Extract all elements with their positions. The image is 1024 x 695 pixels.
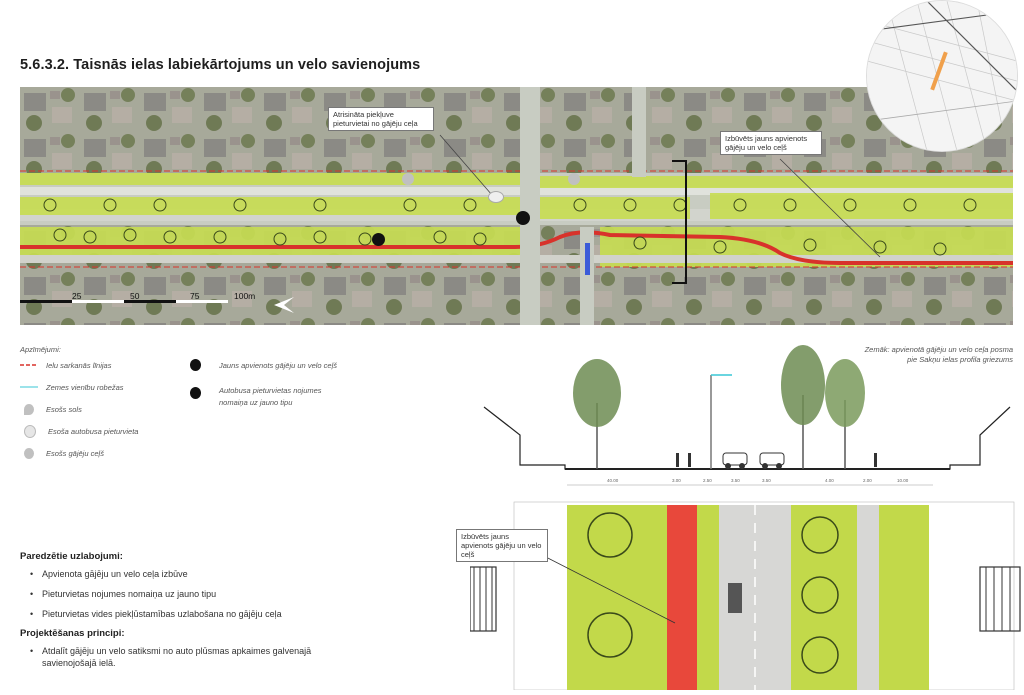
legend-item: Autobusa pieturvietas nojumes nomaiņa uz… [190, 385, 360, 409]
streetlamp [710, 374, 732, 469]
bike-pin-icon [190, 359, 201, 371]
cyclist-figure [688, 453, 691, 467]
list-item: •Apvienota gājēju un velo ceļa izbūve [30, 569, 188, 579]
page-title: 5.6.3.2. Taisnās ielas labiekārtojums un… [20, 57, 421, 73]
section-note: Zemāk: apvienotā gājēju un velo ceļa pos… [864, 345, 1013, 364]
legend-title: Apzīmējumi: [20, 345, 61, 354]
pedestrian-pin-icon[interactable] [402, 173, 414, 185]
list-item: •Atdalīt gājēju un velo satiksmi no auto… [30, 646, 312, 668]
cyan-line-icon [20, 386, 38, 388]
legend-list-right: Jauns apvienots gājēju un velo ceļš Auto… [190, 359, 360, 409]
legend-item: Zemes vienību robežas [20, 381, 200, 393]
tree-elevation [825, 359, 865, 469]
bench-pin-icon[interactable] [568, 173, 580, 185]
person-figure [676, 453, 679, 467]
legend-item: Esošs gājēju ceļš [20, 447, 200, 459]
legend-item: Ielu sarkanās līnijas [20, 359, 200, 371]
tree-elevation [573, 359, 621, 469]
scale-label: 100m [234, 291, 256, 301]
scale-label: 50 [130, 291, 140, 301]
principles-heading: Projektēšanas principi: [20, 628, 125, 639]
legend-item: Esošs sols [20, 403, 200, 415]
bus-pin-icon[interactable] [516, 211, 530, 225]
person-figure [874, 453, 877, 467]
scale-label: 75 [190, 291, 200, 301]
access-callout: Atrisināta piekļuve pieturvietai no gājē… [328, 107, 434, 131]
bus-stop-pin-icon [24, 424, 36, 438]
car-plan [728, 583, 742, 613]
green-strip [697, 505, 719, 690]
bus-stop-pin-icon[interactable] [488, 191, 504, 203]
street-section: 40.00 3.00 2.50 3.50 3.50 4.00 2.00 10.0… [456, 335, 1024, 691]
list-item: •Pieturvietas nojumes nomaiņa uz jauno t… [30, 589, 217, 599]
scale-label: 25 [72, 291, 82, 301]
car-elevation [722, 452, 748, 469]
dimension-row: 40.00 3.00 2.50 3.50 3.50 4.00 2.00 10.0… [607, 478, 909, 483]
list-item: •Pieturvietas vides piekļūstamības uzlab… [30, 609, 282, 619]
legend-list: Ielu sarkanās līnijas Zemes vienību robe… [20, 359, 200, 459]
location-minimap [866, 0, 1018, 152]
legend-item: Jauns apvienots gājēju un velo ceļš [190, 359, 360, 371]
bike-lane [667, 505, 697, 690]
bus-pin-icon [190, 387, 201, 399]
section-callout: Izbūvēts jauns apvienots gājēju un velo … [456, 529, 548, 562]
path-callout: Izbūvēts jauns apvienots gājēju un velo … [720, 131, 822, 155]
bike-pin-icon[interactable] [372, 233, 385, 246]
green-strip [879, 505, 929, 690]
street-profile-drawing [469, 345, 1021, 691]
legend-item: Esoša autobusa pieturvieta [20, 424, 200, 438]
sidewalk [857, 505, 879, 690]
aerial-photo [20, 87, 1013, 325]
green-strip [567, 505, 667, 690]
red-dashed-line-icon [20, 364, 38, 366]
bench-pin-icon [24, 403, 34, 415]
tree-elevation [781, 345, 825, 469]
car-elevation [759, 452, 785, 469]
pedestrian-pin-icon [24, 447, 34, 459]
improvements-section: Paredzētie uzlabojumi: •Apvienota gājēju… [20, 551, 350, 677]
improvements-heading: Paredzētie uzlabojumi: [20, 551, 123, 562]
green-strip [791, 505, 857, 690]
aerial-map: Atrisināta piekļuve pieturvietai no gājē… [20, 87, 1013, 325]
